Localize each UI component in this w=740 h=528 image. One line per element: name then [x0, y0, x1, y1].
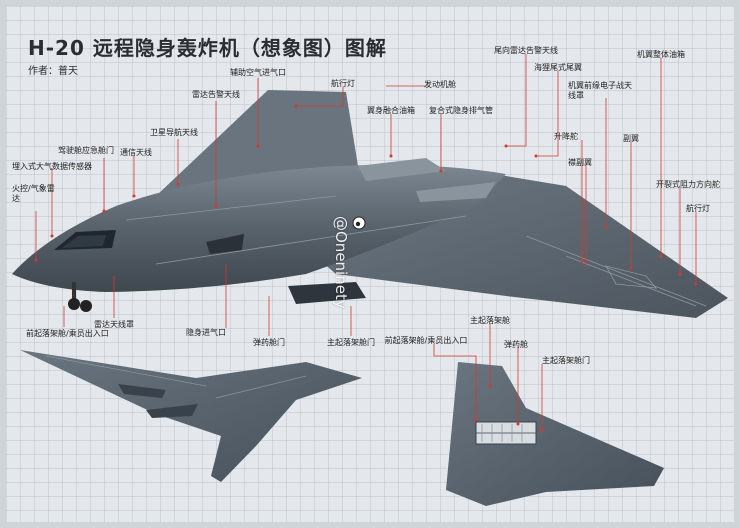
label-radar-warning: 雷达告警天线 — [192, 90, 240, 99]
label-split-rudder: 开裂式阻力方向舵 — [656, 180, 720, 189]
label-cockpit-emergency-hatch: 驾驶舱应急舱门 — [58, 146, 114, 155]
label-blended-wing-tank: 翼身融合油箱 — [367, 106, 415, 115]
label-satnav-antenna: 卫星导航天线 — [150, 128, 198, 137]
label-engine-bay: 发动机舱 — [424, 80, 456, 89]
panel-lines — [125, 195, 707, 307]
weapon-store — [288, 282, 366, 304]
label-rear-radar-warning: 尾向雷达告警天线 — [494, 46, 558, 55]
label-weapon-bay-door: 弹药舱门 — [253, 338, 285, 347]
label-main-gear-door: 主起落架舱门 — [327, 338, 375, 347]
label-nose-gear-entry-2: 前起落架舱/乘员出入口 — [384, 336, 468, 345]
leader-lines — [35, 54, 697, 431]
label-nose-gear-entry: 前起落架舱/乘员出入口 — [26, 329, 109, 338]
label-flaperon: 襟副翼 — [568, 158, 592, 167]
page-title: H-20 远程隐身轰炸机（想象图）图解 — [28, 36, 387, 60]
underside-view-aircraft — [446, 362, 664, 506]
label-nav-light-right: 航行灯 — [686, 204, 710, 213]
label-fire-control-radar: 火控/气象雷达 — [12, 184, 55, 203]
label-embedded-air-data: 埋入式大气数据传感器 — [12, 162, 92, 171]
label-aileron: 副翼 — [623, 134, 639, 143]
label-elevator: 升降舵 — [554, 132, 578, 141]
author-credit: 作者：普天 — [28, 66, 78, 77]
nose-gear-strut — [72, 282, 76, 300]
label-ew-radome: 机翼前缘电子战天线罩 — [568, 81, 632, 100]
fuselage — [12, 165, 506, 292]
aircraft-illustration — [12, 54, 728, 506]
engine-hump — [358, 158, 446, 181]
stealth-intake — [206, 234, 244, 254]
label-wing-integral-tank: 机翼整体油箱 — [637, 50, 685, 59]
label-main-gear-door-2: 主起落架舱门 — [542, 356, 590, 365]
exhaust-hump — [416, 182, 496, 202]
watermark: @Oneninety — [332, 216, 350, 309]
label-comm-antenna: 通信天线 — [120, 148, 152, 157]
label-auxiliary-intake: 辅助空气进气口 — [230, 68, 286, 77]
label-main-gear-bay: 主起落架舱 — [470, 316, 510, 325]
label-beaver-tail: 海狸尾式尾翼 — [534, 63, 582, 72]
label-stealth-exhaust: 复合式隐身排气管 — [429, 106, 493, 115]
label-nav-light-top: 航行灯 — [331, 79, 355, 88]
nose-gear-wheel — [68, 298, 80, 310]
side-view-aircraft — [20, 350, 362, 482]
label-stealth-intake: 隐身进气口 — [186, 328, 226, 337]
main-aircraft-view — [12, 90, 728, 318]
canopy-glass — [62, 235, 106, 248]
label-weapon-bay: 弹药舱 — [504, 340, 528, 349]
weibo-icon — [352, 216, 366, 230]
nose-gear-wheel-2 — [80, 300, 92, 312]
label-radome: 雷达天线罩 — [94, 320, 134, 329]
underside-view-body — [446, 362, 664, 506]
